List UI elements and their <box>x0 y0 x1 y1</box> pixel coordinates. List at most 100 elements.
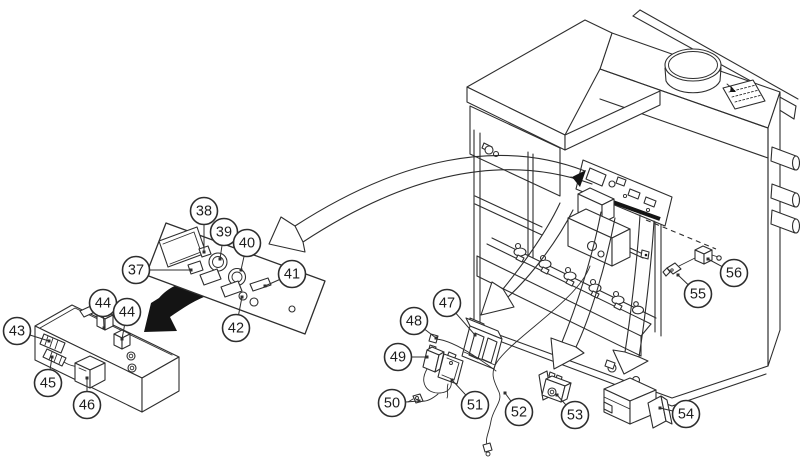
callout-attach-dot <box>676 273 680 277</box>
panel-hole <box>288 305 296 313</box>
callout-number: 47 <box>439 296 455 312</box>
callout-leader-line <box>121 325 126 340</box>
callout-number: 45 <box>40 376 56 392</box>
vent-grille <box>722 79 766 110</box>
callout-circle <box>189 196 219 226</box>
callout-41-4: 41 <box>263 259 307 289</box>
callout-44-7: 44 <box>88 288 118 330</box>
callout-number: 42 <box>228 321 244 337</box>
arrow-tail-tip <box>572 170 586 187</box>
callout-circle <box>377 388 407 418</box>
part-51-module <box>437 351 464 399</box>
callout-44-8: 44 <box>112 297 142 341</box>
arrow-head <box>612 349 649 375</box>
arrow-to-part-54 <box>612 214 655 375</box>
callout-number: 44 <box>95 296 111 312</box>
callout-attach-dot <box>555 393 559 397</box>
callout-number: 38 <box>196 204 212 220</box>
knob-39 <box>208 252 228 272</box>
callout-52-16: 52 <box>503 391 534 427</box>
callout-number: 51 <box>467 398 483 414</box>
callout-number: 54 <box>678 407 694 423</box>
callout-circle <box>209 217 239 247</box>
callout-leader-line <box>677 274 689 286</box>
callout-circle <box>671 399 701 429</box>
callout-53-17: 53 <box>555 393 590 430</box>
callout-number: 49 <box>390 350 406 366</box>
machine-unit <box>466 9 800 407</box>
callout-attach-dot <box>189 268 193 272</box>
callout-circle <box>221 313 251 343</box>
callout-attach-dot <box>239 268 243 272</box>
callout-number: 52 <box>511 405 527 421</box>
callout-circle <box>72 390 102 420</box>
key-row-1 <box>199 268 222 286</box>
callout-number: 53 <box>567 408 583 424</box>
flue-cylinder <box>664 48 722 94</box>
relay-44b <box>113 329 131 350</box>
part-48-harness <box>428 333 497 372</box>
callout-circle <box>277 259 307 289</box>
callout-leader-line <box>424 328 437 339</box>
callout-leader-line <box>238 296 243 315</box>
machine-panel-strip <box>570 159 673 227</box>
led-2 <box>249 297 259 307</box>
callout-leader-line <box>455 312 476 336</box>
callout-37: 37 <box>121 255 193 285</box>
callout-47-11: 47 <box>432 288 477 337</box>
callout-48-12: 48 <box>399 306 438 340</box>
callout-attach-dot <box>706 257 710 261</box>
right-cabinet-side <box>767 91 781 367</box>
callout-number: 48 <box>406 314 422 330</box>
callout-circle <box>2 316 32 346</box>
callout-circle <box>399 306 429 336</box>
callout-42-5: 42 <box>221 295 251 343</box>
part-52-lead-wire <box>482 265 591 457</box>
callout-circle <box>560 400 590 430</box>
callout-attach-dot <box>417 399 421 403</box>
callout-38-1: 38 <box>189 196 219 254</box>
control-panel-detail <box>145 222 326 335</box>
callout-circle <box>504 397 534 427</box>
callout-circle <box>112 297 142 327</box>
callout-circle <box>33 368 63 398</box>
part-54-control-module <box>603 377 673 429</box>
callout-55-19: 55 <box>676 273 713 309</box>
callout-attach-dot <box>434 336 438 340</box>
right-cabinet-front-edge <box>599 68 769 367</box>
callout-leader-line <box>659 407 673 412</box>
key-row-2 <box>220 280 243 298</box>
callout-circle <box>232 228 262 258</box>
callout-attach-dot <box>425 355 429 359</box>
callout-leader-line <box>264 279 280 287</box>
callout-circle <box>683 279 713 309</box>
callout-attach-dot <box>240 295 244 299</box>
callout-attach-dot <box>85 376 89 380</box>
callout-attach-dot <box>263 284 267 288</box>
callout-number: 50 <box>384 396 400 412</box>
callout-46-10: 46 <box>72 376 102 420</box>
callout-39-2: 39 <box>209 217 239 261</box>
callout-leader-line <box>405 400 420 403</box>
callout-45-9: 45 <box>33 355 63 398</box>
callout-leader-line <box>707 258 723 268</box>
pilot-fitting <box>481 142 500 158</box>
part-53-switch <box>538 370 572 403</box>
callout-number: 55 <box>690 287 706 303</box>
callout-leader-line <box>49 356 53 370</box>
callout-circle <box>432 288 462 318</box>
machine-display <box>585 167 607 187</box>
callout-40-3: 40 <box>232 228 262 272</box>
side-pipes <box>770 146 800 234</box>
callout-attach-dot <box>503 391 507 395</box>
part-55-clip <box>662 256 698 277</box>
arrow-to-part-53 <box>550 211 616 370</box>
box-end <box>141 356 180 413</box>
control-box-detail <box>34 304 180 413</box>
callout-attach-dot <box>47 339 51 343</box>
callout-43-6: 43 <box>2 316 51 346</box>
callout-leader-line <box>556 394 567 406</box>
callout-51-15: 51 <box>450 378 490 420</box>
